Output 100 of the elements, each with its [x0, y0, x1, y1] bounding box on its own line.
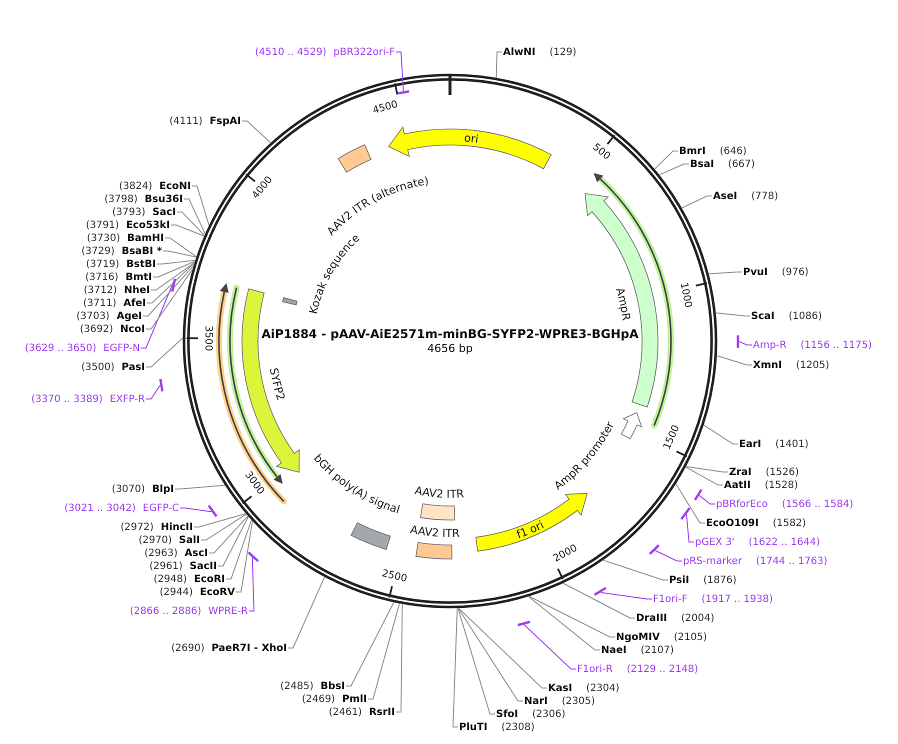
- enzyme-name: AfeI: [123, 298, 146, 308]
- primer-name: EXFP-R: [110, 394, 145, 404]
- site-position: (2970): [138, 534, 172, 546]
- feature-label: f1 ori: [514, 518, 546, 542]
- leader-line: [685, 466, 724, 486]
- leader-line: [524, 624, 576, 670]
- site-position: (2305): [562, 696, 596, 706]
- leader-line: [602, 560, 668, 580]
- leader-line: [146, 262, 195, 304]
- enzyme-name: BsaI: [690, 158, 714, 170]
- leader-line: [458, 608, 548, 688]
- leader-line: [146, 269, 193, 330]
- primer-name: Amp-R: [753, 340, 786, 350]
- leader-line: [600, 592, 652, 600]
- enzyme-name: EcoO109I: [706, 518, 759, 528]
- leader-line: [654, 550, 682, 562]
- enzyme-name: RsrII: [368, 706, 395, 718]
- site-position: (2107): [640, 644, 674, 656]
- enzyme-name: PaeR7I - XhoI: [211, 642, 287, 654]
- enzyme-name: BmtI: [125, 272, 152, 282]
- primer-mark: [248, 551, 259, 562]
- site-position: (2306): [532, 708, 566, 720]
- site-position: (3712): [84, 284, 117, 296]
- tick-label: 3500: [202, 326, 214, 352]
- enzyme-name: BbsI: [320, 680, 345, 692]
- leader-line: [194, 513, 246, 528]
- enzyme-name: AatII: [724, 480, 751, 490]
- leader-line: [698, 494, 716, 504]
- primer-mark: [594, 586, 607, 596]
- leader-line: [681, 196, 712, 208]
- site-position: (2485): [280, 680, 314, 692]
- leader-line: [686, 466, 728, 472]
- site-position: (3793): [112, 206, 146, 218]
- primer-mark: [694, 488, 702, 501]
- primer-range: (2129 .. 2148): [626, 664, 698, 674]
- site-position: (1401): [775, 438, 808, 450]
- enzyme-name: DraIII: [636, 612, 668, 624]
- enzyme-name: BsaBI *: [122, 246, 162, 256]
- leader-line: [675, 483, 706, 524]
- enzyme-name: PmlI: [342, 694, 367, 704]
- enzyme-name: ScaI: [751, 310, 775, 322]
- site-position: (3711): [83, 298, 116, 308]
- primer-range: (1566 .. 1584): [782, 498, 854, 510]
- tick-label: 500: [590, 142, 612, 162]
- site-position: (3719): [86, 258, 120, 270]
- site-position: (2948): [154, 574, 187, 584]
- leader-line: [208, 516, 248, 554]
- site-position: (2308): [501, 722, 535, 732]
- leader-line: [452, 608, 458, 728]
- enzyme-name: HincII: [160, 522, 193, 532]
- leader-line: [396, 52, 404, 92]
- site-position: (3730): [86, 232, 120, 244]
- site-position: (3791): [86, 220, 120, 230]
- feature-label: AAV2 ITR: [409, 523, 460, 540]
- enzyme-name: SacII: [190, 560, 217, 572]
- site-position: (3692): [80, 324, 114, 334]
- leader-line: [528, 596, 600, 650]
- primer-range: (1156 .. 1175): [800, 340, 872, 350]
- enzyme-name: AlwNI: [503, 46, 536, 58]
- primer-name: EGFP-N: [103, 342, 140, 354]
- site-position: (3716): [85, 272, 118, 282]
- site-position: (1876): [703, 574, 737, 586]
- leader-line: [288, 576, 325, 648]
- leader-line: [152, 260, 196, 278]
- leader-line: [200, 514, 247, 540]
- site-position: (1086): [788, 310, 822, 322]
- enzyme-name: NcoI: [120, 324, 145, 334]
- site-position: (2690): [171, 642, 204, 654]
- enzyme-name: AgeI: [116, 310, 142, 322]
- site-position: (778): [751, 190, 778, 202]
- feature-label: ori: [464, 131, 480, 146]
- enzyme-name: PvuI: [743, 266, 768, 278]
- enzyme-name: EcoNI: [159, 180, 191, 192]
- leader-line: [368, 603, 400, 700]
- enzyme-name: NarI: [524, 696, 548, 706]
- site-position: (2105): [674, 632, 708, 642]
- enzyme-name: ZraI: [729, 466, 752, 478]
- leader-line: [528, 596, 616, 638]
- primer-mark: [648, 544, 660, 555]
- site-position: (3500): [81, 362, 115, 372]
- map-title: AiP1884 - pAAV-AiE2571m-minBG-SYFP2-WPRE3-BGHpA: [261, 327, 639, 342]
- site-position: (1205): [796, 360, 830, 370]
- leader-line: [738, 341, 752, 346]
- site-position: (2972): [120, 522, 154, 532]
- enzyme-name: Bsu36I: [144, 194, 183, 204]
- site-position: (3798): [104, 194, 138, 204]
- primer-name: pRS-marker: [683, 556, 742, 566]
- leader-line: [174, 484, 226, 490]
- leader-line: [562, 582, 636, 618]
- primer-name: pBR322ori-F: [333, 46, 395, 58]
- leader-line: [346, 602, 394, 686]
- primer-range: (3629 .. 3650): [24, 342, 96, 354]
- primer-name: EGFP-C: [142, 502, 179, 514]
- site-position: (2944): [160, 586, 193, 598]
- enzyme-name: SalI: [178, 534, 200, 546]
- site-position: (3729): [81, 246, 115, 256]
- sequence-length: 4656 bp: [427, 342, 473, 356]
- leader-line: [192, 186, 210, 226]
- primer-mark: [208, 504, 218, 518]
- primer-mark: [736, 335, 740, 348]
